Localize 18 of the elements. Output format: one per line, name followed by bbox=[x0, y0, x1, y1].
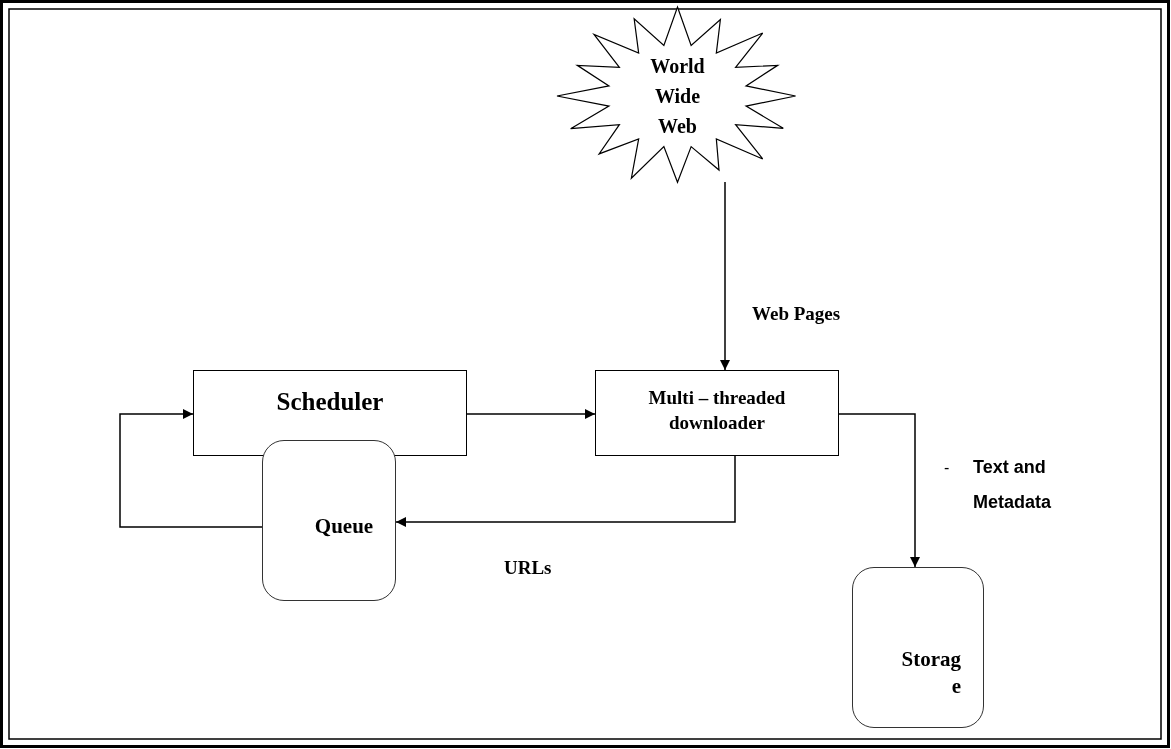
arrow bbox=[466, 409, 596, 419]
edge-label: Web Pages bbox=[752, 302, 841, 326]
node-label: Scheduler bbox=[276, 387, 384, 417]
edge-label: URLs bbox=[504, 556, 552, 580]
node-label: Queue bbox=[314, 513, 374, 540]
arrow bbox=[395, 455, 736, 527]
rounded-box bbox=[262, 440, 396, 601]
rounded-box bbox=[852, 567, 984, 728]
arrow bbox=[119, 409, 263, 528]
node-label: Multi – threaded downloader bbox=[647, 386, 787, 435]
process-box bbox=[193, 370, 467, 456]
dash-mark: - bbox=[944, 458, 950, 478]
node-label: World Wide Web bbox=[649, 54, 706, 139]
arrow bbox=[838, 413, 920, 568]
arrow bbox=[720, 181, 730, 371]
process-box bbox=[595, 370, 839, 456]
node-label: Storage bbox=[900, 645, 961, 700]
edge-label: Text and Metadata bbox=[973, 456, 1053, 514]
